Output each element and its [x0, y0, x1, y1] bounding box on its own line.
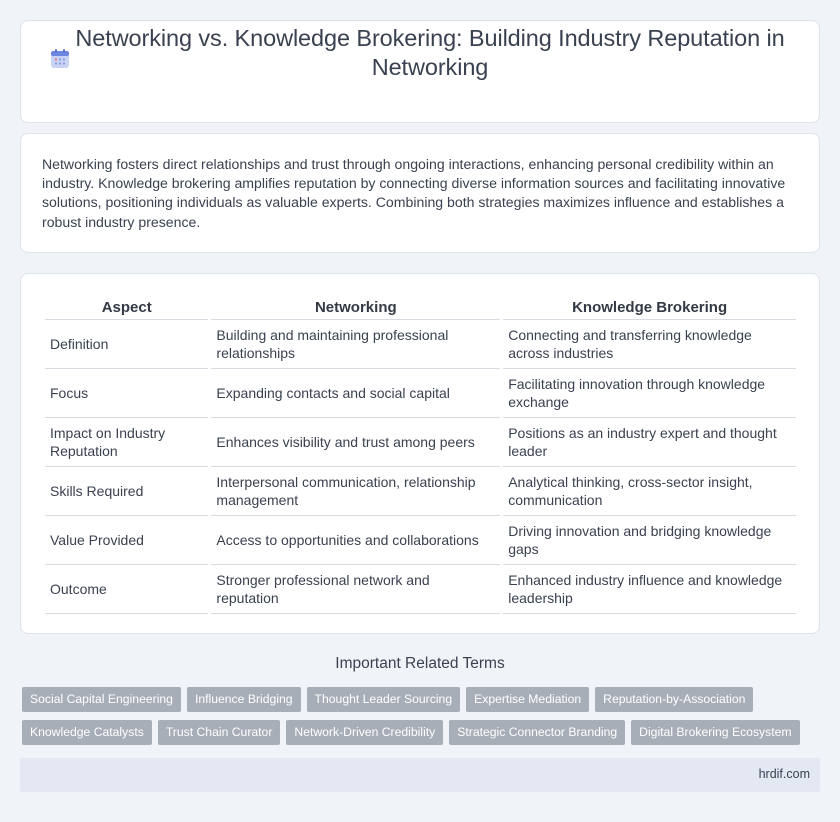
- document-icon: [51, 49, 69, 68]
- row-aspect: Outcome: [45, 565, 209, 614]
- table-row: Outcome Stronger professional network an…: [45, 565, 796, 614]
- row-networking: Enhances visibility and trust among peer…: [211, 418, 501, 467]
- table-row: Impact on Industry Reputation Enhances v…: [45, 418, 796, 467]
- related-term-tag[interactable]: Knowledge Catalysts: [22, 720, 152, 745]
- row-knowledge-brokering: Facilitating innovation through knowledg…: [503, 369, 796, 418]
- table-row: Definition Building and maintaining prof…: [45, 320, 796, 369]
- row-networking: Building and maintaining professional re…: [211, 320, 501, 369]
- related-term-tag[interactable]: Reputation-by-Association: [595, 687, 754, 712]
- table-row: Skills Required Interpersonal communicat…: [45, 467, 796, 516]
- header-knowledge-brokering: Knowledge Brokering: [503, 296, 796, 320]
- page-title: Networking vs. Knowledge Brokering: Buil…: [75, 25, 785, 80]
- comparison-table: Aspect Networking Knowledge Brokering De…: [42, 296, 799, 614]
- related-term-tag[interactable]: Social Capital Engineering: [22, 687, 181, 712]
- row-aspect: Definition: [45, 320, 209, 369]
- row-aspect: Skills Required: [45, 467, 209, 516]
- row-knowledge-brokering: Positions as an industry expert and thou…: [503, 418, 796, 467]
- related-term-tag[interactable]: Strategic Connector Branding: [449, 720, 626, 745]
- related-terms-heading: Important Related Terms: [335, 655, 505, 672]
- row-networking: Interpersonal communication, relationshi…: [211, 467, 501, 516]
- row-aspect: Impact on Industry Reputation: [45, 418, 209, 467]
- row-networking: Expanding contacts and social capital: [211, 369, 501, 418]
- intro-card: Networking fosters direct relationships …: [20, 133, 820, 253]
- row-knowledge-brokering: Analytical thinking, cross-sector insigh…: [503, 467, 796, 516]
- header-networking: Networking: [211, 296, 501, 320]
- table-row: Value Provided Access to opportunities a…: [45, 516, 796, 565]
- footer-site-link[interactable]: hrdif.com: [758, 767, 810, 781]
- intro-paragraph: Networking fosters direct relationships …: [42, 156, 786, 230]
- row-knowledge-brokering: Driving innovation and bridging knowledg…: [503, 516, 796, 565]
- comparison-card: Aspect Networking Knowledge Brokering De…: [20, 273, 820, 634]
- related-term-tag[interactable]: Expertise Mediation: [466, 687, 590, 712]
- row-networking: Stronger professional network and reputa…: [211, 565, 501, 614]
- related-term-tag[interactable]: Thought Leader Sourcing: [306, 687, 461, 712]
- header-aspect: Aspect: [45, 296, 209, 320]
- related-term-tag[interactable]: Influence Bridging: [186, 687, 301, 712]
- related-term-tag[interactable]: Network-Driven Credibility: [286, 720, 444, 745]
- row-knowledge-brokering: Enhanced industry influence and knowledg…: [503, 565, 796, 614]
- related-term-tag[interactable]: Trust Chain Curator: [157, 720, 281, 745]
- row-aspect: Value Provided: [45, 516, 209, 565]
- row-aspect: Focus: [45, 369, 209, 418]
- footer-bar: hrdif.com: [20, 758, 820, 792]
- table-row: Focus Expanding contacts and social capi…: [45, 369, 796, 418]
- table-header-row: Aspect Networking Knowledge Brokering: [45, 296, 796, 320]
- related-terms-list: Social Capital Engineering Influence Bri…: [22, 687, 822, 753]
- title-card: [20, 20, 820, 123]
- row-knowledge-brokering: Connecting and transferring knowledge ac…: [503, 320, 796, 369]
- row-networking: Access to opportunities and collaboratio…: [211, 516, 501, 565]
- related-term-tag[interactable]: Digital Brokering Ecosystem: [631, 720, 800, 745]
